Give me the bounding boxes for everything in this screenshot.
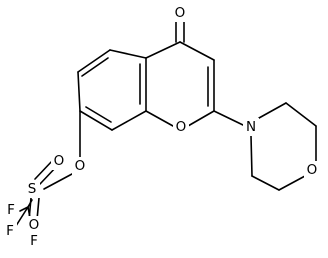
label-bg — [173, 118, 189, 134]
sulfonyl-oxygen-lower-label: O — [29, 217, 40, 233]
label-bg — [3, 222, 17, 240]
fluorine-left-label: F — [7, 202, 15, 218]
bond — [187, 110, 215, 127]
bond — [77, 71, 81, 112]
bond — [34, 159, 54, 180]
bond — [85, 106, 112, 123]
label-bg — [3, 201, 19, 219]
label-bg — [24, 180, 40, 198]
bond — [145, 41, 181, 59]
bond — [77, 49, 111, 73]
bond — [109, 49, 147, 59]
label-bg — [51, 152, 67, 170]
bond — [79, 110, 113, 131]
triflate-ester-oxygen-label: O — [75, 158, 86, 174]
label-bg — [72, 157, 88, 175]
fluorine-lower-label: F — [30, 233, 38, 249]
fluorine-lower-left-label: F — [6, 223, 14, 239]
bond — [179, 41, 215, 61]
bond — [278, 175, 306, 191]
ring-oxygen-label: O — [176, 119, 187, 135]
bond — [285, 102, 317, 127]
morpholine-oxygen-label: O — [307, 162, 318, 178]
bond — [81, 57, 109, 77]
morpholine-nitrogen-label: N — [246, 119, 256, 135]
label-bg — [243, 118, 259, 136]
bond — [111, 110, 147, 131]
bond — [213, 110, 244, 126]
sulfonyl-oxygen-upper-label: O — [54, 153, 65, 169]
label-bg — [27, 232, 41, 250]
bond — [27, 199, 33, 208]
atom-labels: O O N O O S O O F F F — [6, 5, 317, 249]
bond — [251, 175, 280, 191]
bond — [258, 102, 287, 119]
bonds — [13, 19, 317, 235]
label-bg — [171, 4, 189, 22]
label-bg — [304, 161, 320, 179]
bond — [250, 135, 253, 177]
ketone-oxygen-label: O — [175, 5, 186, 21]
bond — [43, 173, 73, 190]
bond — [145, 110, 174, 127]
label-bg — [26, 216, 42, 234]
atom-label-backgrounds — [3, 4, 320, 250]
sulfur-label: S — [28, 181, 37, 197]
